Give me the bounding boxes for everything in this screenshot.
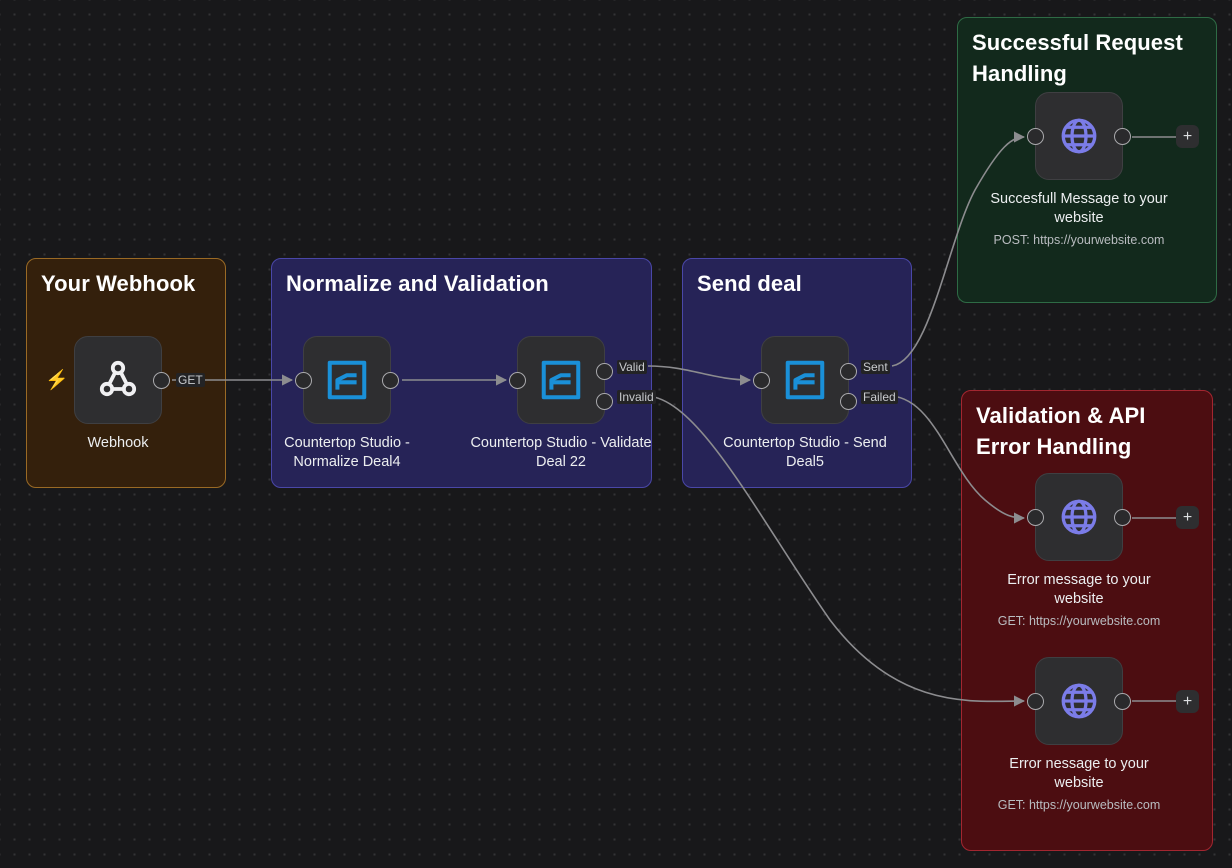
node-error-message-2-box[interactable]: [1027, 657, 1131, 745]
node-successful-message-input-port[interactable]: [1027, 127, 1044, 145]
node-validate-deal-22-label: Countertop Studio - Validate Deal 22: [470, 435, 652, 471]
port-label-valid: Valid: [617, 360, 647, 374]
node-webhook-output-port[interactable]: [153, 371, 170, 389]
add-node-button[interactable]: +: [1176, 690, 1199, 713]
node-validate-deal-22-output-port-invalid[interactable]: [596, 393, 613, 410]
node-webhook-label: Webhook: [87, 435, 149, 451]
globe-icon: [1058, 115, 1100, 157]
node-error-message-1-input-port[interactable]: [1027, 508, 1044, 526]
node-send-deal5[interactable]: Sent Failed Countertop Studio - Send Dea…: [723, 336, 900, 473]
group-title-validation-api-error-handling: Validation & API Error Handling: [976, 403, 1146, 459]
port-label-failed: Failed: [861, 390, 898, 404]
group-title-successful-request-handling: Successful Request Handling: [972, 30, 1183, 86]
node-successful-message-output-port[interactable]: [1114, 127, 1131, 145]
countertop-studio-icon: [782, 357, 828, 403]
node-normalize-deal4-box[interactable]: [295, 336, 399, 424]
node-send-deal5-box[interactable]: [753, 336, 857, 424]
port-label-invalid: Invalid: [617, 390, 656, 404]
group-title-send-deal: Send deal: [697, 271, 802, 296]
node-send-deal5-output-port-failed[interactable]: [840, 393, 857, 410]
lightning-bolt-icon: ⚡: [45, 370, 69, 391]
node-error-message-2[interactable]: + Error nessage to your website GET: htt…: [998, 657, 1199, 813]
group-title-normalize-and-validation: Normalize and Validation: [286, 271, 549, 296]
node-error-message-2-output-port[interactable]: [1114, 692, 1131, 710]
node-error-message-1-output-port[interactable]: [1114, 508, 1131, 526]
node-error-message-1-endpoint: GET: https://yourwebsite.com: [997, 613, 1161, 628]
node-validate-deal-22-input-port[interactable]: [509, 371, 526, 389]
node-error-message-2-endpoint: GET: https://yourwebsite.com: [997, 797, 1161, 812]
node-validate-deal-22-box[interactable]: [509, 336, 613, 424]
node-successful-message[interactable]: + Succesfull Message to your website POS…: [990, 92, 1199, 248]
add-node-button[interactable]: +: [1176, 125, 1199, 148]
node-normalize-deal4-input-port[interactable]: [295, 371, 312, 389]
node-webhook-box[interactable]: [74, 336, 170, 424]
node-normalize-deal4[interactable]: Countertop Studio - Normalize Deal4: [284, 336, 442, 473]
node-successful-message-label: Succesfull Message to your website: [990, 191, 1168, 227]
node-error-message-1-label: Error message to your website: [1007, 572, 1151, 608]
node-normalize-deal4-output-port[interactable]: [382, 371, 399, 389]
node-error-message-1-box[interactable]: [1027, 473, 1131, 561]
node-send-deal5-input-port[interactable]: [753, 371, 770, 389]
countertop-studio-icon: [324, 357, 370, 403]
node-send-deal5-output-port-sent[interactable]: [840, 363, 857, 380]
node-send-deal5-label: Countertop Studio - Send Deal5: [723, 435, 887, 471]
add-node-button[interactable]: +: [1176, 506, 1199, 529]
node-error-message-2-label: Error nessage to your website: [1009, 756, 1149, 792]
globe-icon: [1058, 680, 1100, 722]
webhook-icon: [94, 356, 142, 404]
node-validate-deal-22[interactable]: Valid Invalid Countertop Studio - Valida…: [470, 336, 656, 473]
globe-icon: [1058, 496, 1100, 538]
port-label-sent: Sent: [861, 360, 890, 374]
node-error-message-1[interactable]: + Error message to your website GET: htt…: [998, 473, 1199, 629]
node-error-message-2-input-port[interactable]: [1027, 692, 1044, 710]
countertop-studio-icon: [538, 357, 584, 403]
node-validate-deal-22-output-port-valid[interactable]: [596, 363, 613, 380]
node-normalize-deal4-label: Countertop Studio - Normalize Deal4: [284, 435, 410, 471]
node-successful-message-box[interactable]: [1027, 92, 1131, 180]
node-webhook[interactable]: ⚡ GET Webhook: [45, 336, 213, 453]
group-title-your-webhook: Your Webhook: [41, 271, 196, 296]
port-label-get: GET: [176, 373, 205, 387]
node-successful-message-endpoint: POST: https://yourwebsite.com: [993, 232, 1165, 247]
